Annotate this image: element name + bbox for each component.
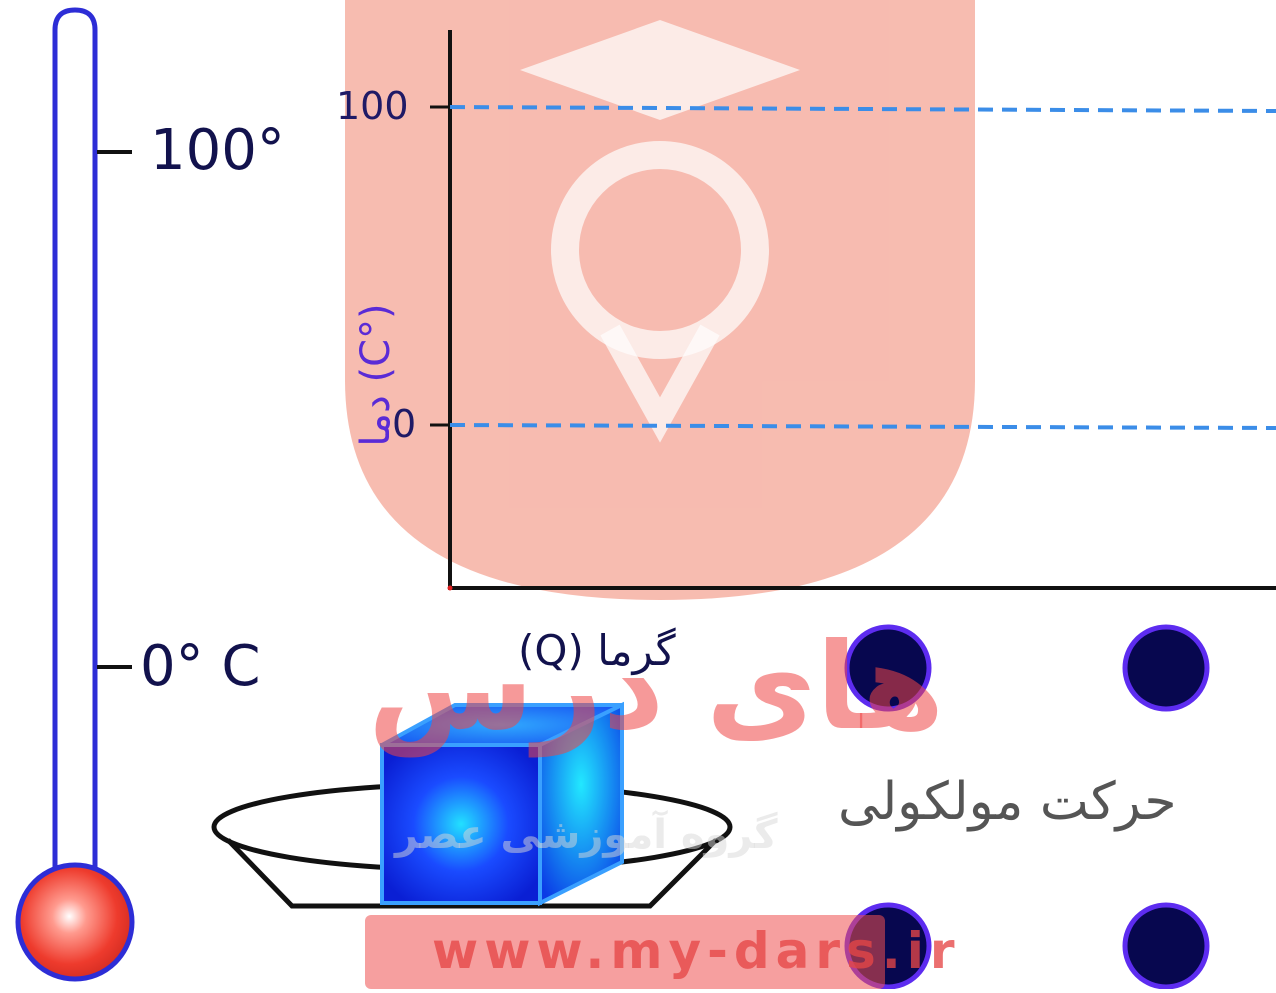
molecule-dot xyxy=(1125,905,1207,987)
y-tick-label-100: 100 xyxy=(336,84,409,128)
molecule-dot xyxy=(1125,627,1207,709)
thermometer xyxy=(18,10,132,979)
watermark-url: www.my-dars.ir xyxy=(432,922,961,980)
watermark-brand: های درس xyxy=(368,618,944,757)
thermometer-label-0: 0° C xyxy=(140,634,261,699)
y-axis-label: دما (C°) xyxy=(353,303,399,446)
thermometer-bulb xyxy=(18,865,132,979)
thermometer-label-100: 100° xyxy=(150,118,285,183)
molecule-motion-caption: حرکت مولکولی xyxy=(838,772,1177,832)
thermometer-tube xyxy=(55,10,95,880)
watermark-logo xyxy=(345,0,975,600)
watermark-group: گروه آموزشی عصر xyxy=(395,812,777,858)
origin-dot xyxy=(448,586,453,591)
